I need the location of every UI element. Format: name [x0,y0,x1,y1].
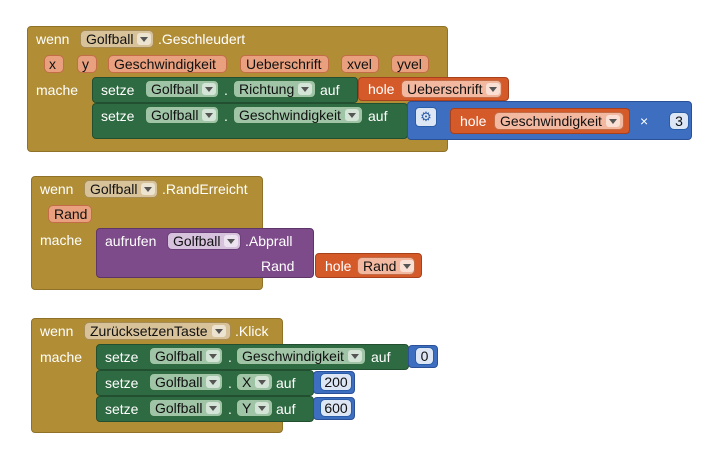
to-keyword: auf [276,375,296,391]
get-keyword: hole [368,81,395,97]
param-y[interactable]: y [77,55,97,73]
chevron-down-icon [206,376,221,388]
variable-dropdown[interactable]: Rand [357,257,415,275]
component-dropdown[interactable]: Golfball [149,373,223,391]
chevron-down-icon [298,83,313,95]
chevron-down-icon [141,183,156,195]
dot-separator: . [224,108,228,124]
chevron-down-icon [202,109,217,121]
chevron-down-icon [202,83,217,95]
dot-separator: . [224,82,228,98]
chevron-down-icon [137,33,152,45]
do-keyword: mache [40,232,83,248]
chevron-down-icon [347,350,362,362]
component-dropdown[interactable]: Golfball [145,106,219,124]
get-keyword: hole [325,258,352,274]
set-keyword: setze [105,375,139,391]
to-keyword: auf [320,82,340,98]
property-dropdown[interactable]: X [236,373,273,391]
get-keyword: hole [460,113,487,129]
param-ueberschrift[interactable]: Ueberschrift [240,55,329,73]
param-rand[interactable]: Rand [48,205,92,223]
call-keyword: aufrufen [105,233,157,249]
chevron-down-icon [344,109,359,121]
dot-separator: . [228,401,232,417]
set-keyword: setze [101,108,135,124]
number-field[interactable]: 3 [669,112,689,130]
argument-label: Rand [261,258,295,274]
property-dropdown[interactable]: Richtung [233,80,316,98]
component-dropdown[interactable]: Golfball [149,399,223,417]
chevron-down-icon [224,235,239,247]
chevron-down-icon [211,325,226,337]
event-name: .Geschleudert [158,31,246,47]
chevron-down-icon [400,260,414,272]
number-field[interactable]: 200 [320,373,352,391]
chevron-down-icon [255,402,270,414]
param-geschwindigkeit[interactable]: Geschwindigkeit [108,55,227,73]
number-field[interactable]: 0 [415,347,434,365]
event-name: .RandErreicht [162,181,248,197]
chevron-down-icon [206,350,221,362]
to-keyword: auf [276,401,296,417]
do-keyword: mache [40,349,83,365]
set-keyword: setze [105,349,139,365]
do-keyword: mache [36,82,79,98]
property-dropdown[interactable]: Geschwindigkeit [233,106,363,124]
method-name: .Abprall [245,233,293,249]
set-keyword: setze [101,82,135,98]
dot-separator: . [228,349,232,365]
event-name: .Klick [235,323,269,339]
component-dropdown[interactable]: Golfball [149,347,223,365]
to-keyword: auf [371,349,391,365]
component-dropdown[interactable]: ZurücksetzenTaste [84,322,231,340]
property-dropdown[interactable]: Y [236,399,273,417]
variable-dropdown[interactable]: Geschwindigkeit [494,112,624,130]
component-dropdown[interactable]: Golfball [84,180,158,198]
chevron-down-icon [605,115,620,127]
mutator-gear-icon[interactable]: ⚙ [415,107,437,127]
param-xvel[interactable]: xvel [341,55,379,73]
dot-separator: . [228,375,232,391]
param-x[interactable]: x [44,55,64,73]
variable-dropdown[interactable]: Ueberschrift [401,80,502,98]
multiply-operator: × [640,113,649,129]
component-dropdown[interactable]: Golfball [167,232,241,250]
to-keyword: auf [368,108,388,124]
chevron-down-icon [486,83,501,95]
set-keyword: setze [105,401,139,417]
chevron-down-icon [255,376,270,388]
component-dropdown[interactable]: Golfball [145,80,219,98]
chevron-down-icon [206,402,221,414]
event-keyword: wenn [36,31,70,47]
property-dropdown[interactable]: Geschwindigkeit [236,347,366,365]
component-dropdown[interactable]: Golfball [80,30,154,48]
param-yvel[interactable]: yvel [391,55,429,73]
number-field[interactable]: 600 [320,399,352,417]
event-keyword: wenn [40,323,74,339]
event-keyword: wenn [40,181,74,197]
